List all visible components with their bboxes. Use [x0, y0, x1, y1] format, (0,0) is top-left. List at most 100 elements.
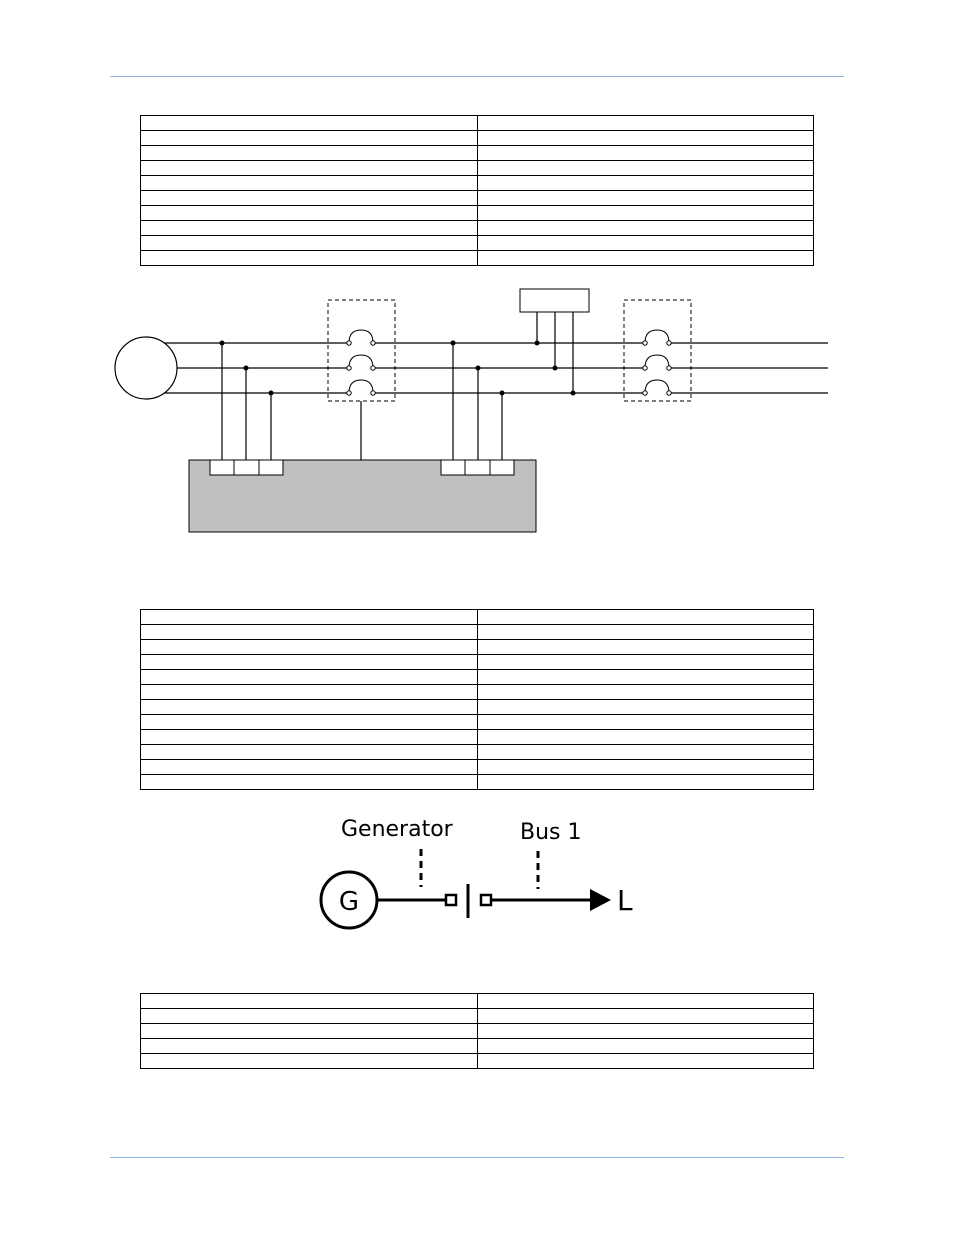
terminal: [440, 459, 466, 476]
breaker-contact: [348, 329, 374, 344]
contact-terminal: [346, 390, 352, 396]
table-cell: [477, 220, 814, 236]
one-line-diagram: Generator Bus 1 G L: [319, 817, 633, 930]
table-cell: [140, 609, 478, 625]
table-cell: [477, 145, 814, 161]
table-row: [140, 130, 814, 146]
table-2: [140, 609, 814, 790]
terminal: [489, 459, 515, 476]
table-cell: [140, 993, 478, 1009]
table-cell: [140, 130, 478, 146]
generator-symbol-letter: G: [339, 887, 359, 917]
table-cell: [140, 744, 478, 760]
load-symbol: L: [617, 884, 633, 917]
table-cell: [477, 250, 814, 266]
footer-rule: [110, 1157, 844, 1158]
breaker-contact: [644, 379, 670, 394]
table-cell: [477, 729, 814, 745]
table-row: [140, 993, 814, 1009]
table-cell: [140, 250, 478, 266]
table-cell: [140, 190, 478, 206]
table-row: [140, 639, 814, 655]
breaker-contact: [644, 354, 670, 369]
contact-terminal: [666, 340, 672, 346]
table-cell: [477, 624, 814, 640]
table-cell: [140, 220, 478, 236]
contact-terminal: [370, 365, 376, 371]
table-row: [140, 205, 814, 221]
table-row: [140, 145, 814, 161]
breaker-box-2: [623, 299, 692, 402]
table-cell: [477, 714, 814, 730]
terminal: [209, 459, 235, 476]
breaker-contact: [348, 379, 374, 394]
table-row: [140, 714, 814, 730]
table-row: [140, 220, 814, 236]
table-row: [140, 190, 814, 206]
terminal: [258, 459, 284, 476]
table-cell: [140, 175, 478, 191]
table-cell: [140, 145, 478, 161]
table-row: [140, 1038, 814, 1054]
table-row: [140, 235, 814, 251]
table-cell: [140, 639, 478, 655]
table-cell: [477, 639, 814, 655]
table-cell: [477, 1038, 814, 1054]
contact-terminal: [666, 365, 672, 371]
header-rule: [110, 76, 844, 77]
table-cell: [140, 729, 478, 745]
table-row: [140, 669, 814, 685]
table-cell: [477, 744, 814, 760]
table-cell: [477, 175, 814, 191]
table-row: [140, 684, 814, 700]
generator-circle: [114, 336, 178, 400]
table-cell: [477, 993, 814, 1009]
table-row: [140, 115, 814, 131]
contact-terminal: [642, 390, 648, 396]
table-cell: [477, 759, 814, 775]
table-cell: [140, 654, 478, 670]
table-cell: [140, 115, 478, 131]
breaker-contact: [348, 354, 374, 369]
table-cell: [477, 235, 814, 251]
table-row: [140, 744, 814, 760]
table-cell: [140, 669, 478, 685]
contact-terminal: [642, 365, 648, 371]
breaker-contact: [644, 329, 670, 344]
table-row: [140, 624, 814, 640]
table-cell: [140, 1023, 478, 1039]
table-cell: [477, 684, 814, 700]
table-cell: [477, 1023, 814, 1039]
table-row: [140, 1023, 814, 1039]
table-cell: [140, 160, 478, 176]
table-row: [140, 729, 814, 745]
table-cell: [140, 714, 478, 730]
table-cell: [477, 1008, 814, 1024]
table-row: [140, 654, 814, 670]
breaker-box-1: [327, 299, 396, 402]
table-cell: [140, 684, 478, 700]
table-row: [140, 609, 814, 625]
table-cell: [140, 774, 478, 790]
table-3: [140, 993, 814, 1069]
table-cell: [140, 759, 478, 775]
table-cell: [140, 624, 478, 640]
table-row: [140, 175, 814, 191]
table-cell: [477, 130, 814, 146]
contact-terminal: [370, 340, 376, 346]
contact-terminal: [642, 340, 648, 346]
table-row: [140, 1053, 814, 1069]
table-cell: [140, 699, 478, 715]
contact-terminal: [346, 340, 352, 346]
table-cell: [140, 1008, 478, 1024]
device-box: [519, 288, 590, 313]
table-row: [140, 250, 814, 266]
table-row: [140, 759, 814, 775]
contact-terminal: [370, 390, 376, 396]
table-cell: [477, 205, 814, 221]
bus-label: Bus 1: [520, 820, 582, 845]
table-cell: [477, 774, 814, 790]
three-phase-wiring-diagram: [114, 288, 828, 533]
table-cell: [477, 190, 814, 206]
table-cell: [140, 1053, 478, 1069]
